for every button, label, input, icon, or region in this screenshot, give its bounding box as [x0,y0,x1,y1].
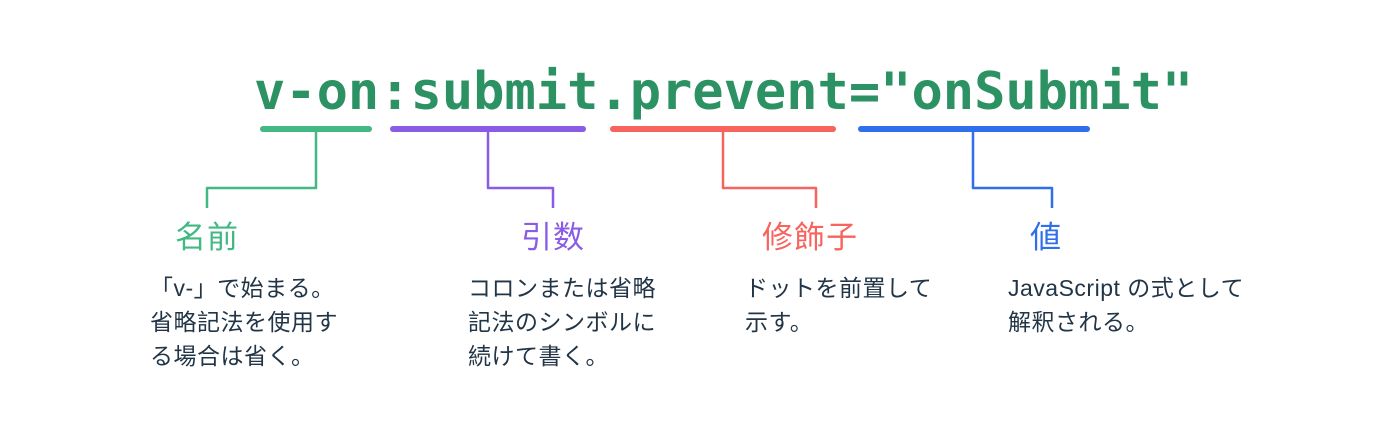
description-line: 続けて書く。 [468,343,609,369]
modifier-connector-line [721,132,818,208]
directive-code: v-on:submit.prevent="onSubmit" [254,62,1193,122]
value-connector-line [971,132,1054,208]
description-line: 「v-」で始まる。 [150,275,335,301]
description-line: JavaScript の式として [1008,275,1245,301]
code-token-name: v-on [254,62,380,122]
modifier-description: ドットを前置して 示す。 [745,271,932,339]
modifier-label: 修飾子 [762,220,858,255]
modifier-underline [610,126,836,132]
argument-label: 引数 [521,220,585,255]
code-token-value: ="onSubmit" [848,62,1194,122]
code-token-modifier: .prevent [598,62,849,122]
description-line: 解釈される。 [1008,309,1149,335]
value-label: 値 [1030,220,1062,255]
argument-underline [390,126,586,132]
description-line: 記法のシンボルに [468,309,656,335]
description-line: コロンまたは省略 [468,275,656,301]
description-line: 示す。 [745,309,814,335]
description-line: る場合は省く。 [150,343,315,369]
description-line: 省略記法を使用す [150,309,338,335]
name-connector-line [205,132,318,208]
value-description: JavaScript の式として 解釈される。 [1008,271,1244,339]
name-label: 名前 [175,220,239,255]
name-description: 「v-」で始まる。 省略記法を使用す る場合は省く。 [150,271,338,373]
argument-connector-line [486,132,555,208]
code-token-argument: :submit [379,62,599,122]
description-line: ドットを前置して [745,275,933,301]
name-underline [260,126,372,132]
value-underline [858,126,1090,132]
argument-description: コロンまたは省略 記法のシンボルに 続けて書く。 [468,271,656,373]
